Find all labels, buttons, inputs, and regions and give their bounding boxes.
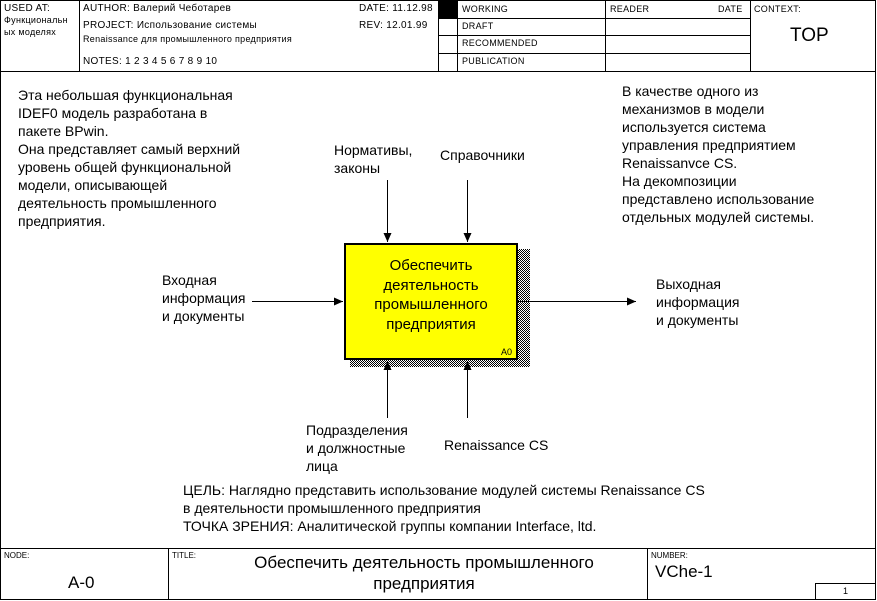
- note-line: Она представляет самый верхний: [18, 141, 241, 157]
- rev: REV: 12.01.99: [359, 20, 428, 31]
- label-line: Входная: [162, 272, 217, 288]
- label-line: лица: [306, 458, 338, 474]
- node-label: NODE:: [4, 551, 30, 560]
- author: AUTHOR: Валерий Чеботарев: [83, 3, 232, 14]
- output-label[interactable]: Выходная информация и документы: [656, 275, 739, 329]
- notes: NOTES: 1 2 3 4 5 6 7 8 9 10: [83, 56, 218, 67]
- note-line: IDEF0 модель разработана в: [18, 105, 208, 121]
- note-line: деятельность промышленного: [18, 195, 217, 211]
- goal-line: в деятельности промышленного предприятия: [183, 500, 481, 516]
- title-line: предприятия: [373, 574, 475, 593]
- label-line: Выходная: [656, 276, 721, 292]
- status-recommended[interactable]: RECOMMENDED: [462, 38, 538, 48]
- label-line: информация: [162, 290, 246, 306]
- page-number: 1: [843, 586, 849, 596]
- label-line: и документы: [162, 308, 245, 324]
- reader-date-label: DATE: [718, 4, 743, 14]
- date: DATE: 11.12.98: [359, 3, 433, 14]
- number-label: NUMBER:: [651, 551, 688, 560]
- box-label-line: деятельность: [383, 276, 479, 294]
- note-line: Эта небольшая функциональная: [18, 87, 233, 103]
- function-box-a0[interactable]: [344, 243, 518, 360]
- goal-line: ЦЕЛЬ: Наглядно представить использование…: [183, 482, 705, 498]
- input-label[interactable]: Входная информация и документы: [162, 271, 245, 325]
- box-label-line: Обеспечить: [389, 257, 473, 274]
- node-value: A-0: [68, 573, 95, 592]
- box-label: Обеспечить деятельность промышленного предп…: [345, 256, 517, 334]
- project-2: Renaissance для промышленного предприяти…: [83, 34, 293, 44]
- label-line: Нормативы,: [334, 142, 413, 158]
- note-line: модели, описывающей: [18, 177, 168, 193]
- used-at-label: USED AT:: [4, 3, 51, 14]
- context-value: TOP: [790, 25, 829, 46]
- title-label: TITLE:: [172, 551, 197, 560]
- goal-text: ЦЕЛЬ: Наглядно представить использование…: [183, 481, 705, 535]
- mechanism-label-2[interactable]: Renaissance CS: [444, 437, 549, 453]
- box-id: A0: [501, 347, 513, 357]
- note-line: механизмов в модели: [622, 101, 765, 117]
- diagram-title: Обеспечить деятельность промышленного пре…: [168, 552, 680, 594]
- control-label-1[interactable]: Нормативы, законы: [334, 141, 412, 177]
- note-line: Renaissanvce CS.: [622, 155, 738, 171]
- used-at-value-2: ых моделях: [4, 27, 57, 37]
- status-working[interactable]: WORKING: [462, 4, 509, 14]
- mechanism-label-1[interactable]: Подразделения и должностные лица: [306, 421, 408, 475]
- box-label-line: предприятия: [386, 315, 476, 333]
- reader-label: READER: [610, 4, 650, 14]
- working-status-marker: [439, 1, 457, 18]
- box-label-line: промышленного: [374, 296, 488, 313]
- note-line: пакете BPwin.: [18, 123, 109, 139]
- note-line: управления предприятием: [622, 137, 796, 153]
- used-at-value: Функциональн: [4, 15, 68, 25]
- label-line: Подразделения: [306, 422, 408, 438]
- status-publication[interactable]: PUBLICATION: [462, 56, 525, 66]
- title-line: Обеспечить деятельность промышленного: [254, 553, 594, 572]
- note-line: отдельных модулей системы.: [622, 209, 815, 225]
- label-line: и документы: [656, 312, 739, 328]
- note-right: В качестве одного из механизмов в модели и…: [622, 82, 814, 226]
- context-label: CONTEXT:: [754, 4, 801, 14]
- note-line: предприятия.: [18, 213, 106, 229]
- label-line: и должностные: [306, 440, 406, 456]
- project: PROJECT: Использование системы: [83, 20, 258, 31]
- label-line: законы: [334, 160, 381, 176]
- status-draft[interactable]: DRAFT: [462, 21, 494, 31]
- label-line: информация: [656, 294, 740, 310]
- goal-line: ТОЧКА ЗРЕНИЯ: Аналитической группы компа…: [183, 518, 597, 534]
- note-line: представлено использование: [622, 191, 815, 207]
- note-line: На декомпозиции: [622, 173, 737, 189]
- number-value: VChe-1: [655, 562, 713, 581]
- note-line: В качестве одного из: [622, 83, 759, 99]
- note-line: используется система: [622, 119, 766, 135]
- note-line: уровень общей функциональной: [18, 159, 232, 175]
- control-label-2[interactable]: Справочники: [440, 147, 525, 163]
